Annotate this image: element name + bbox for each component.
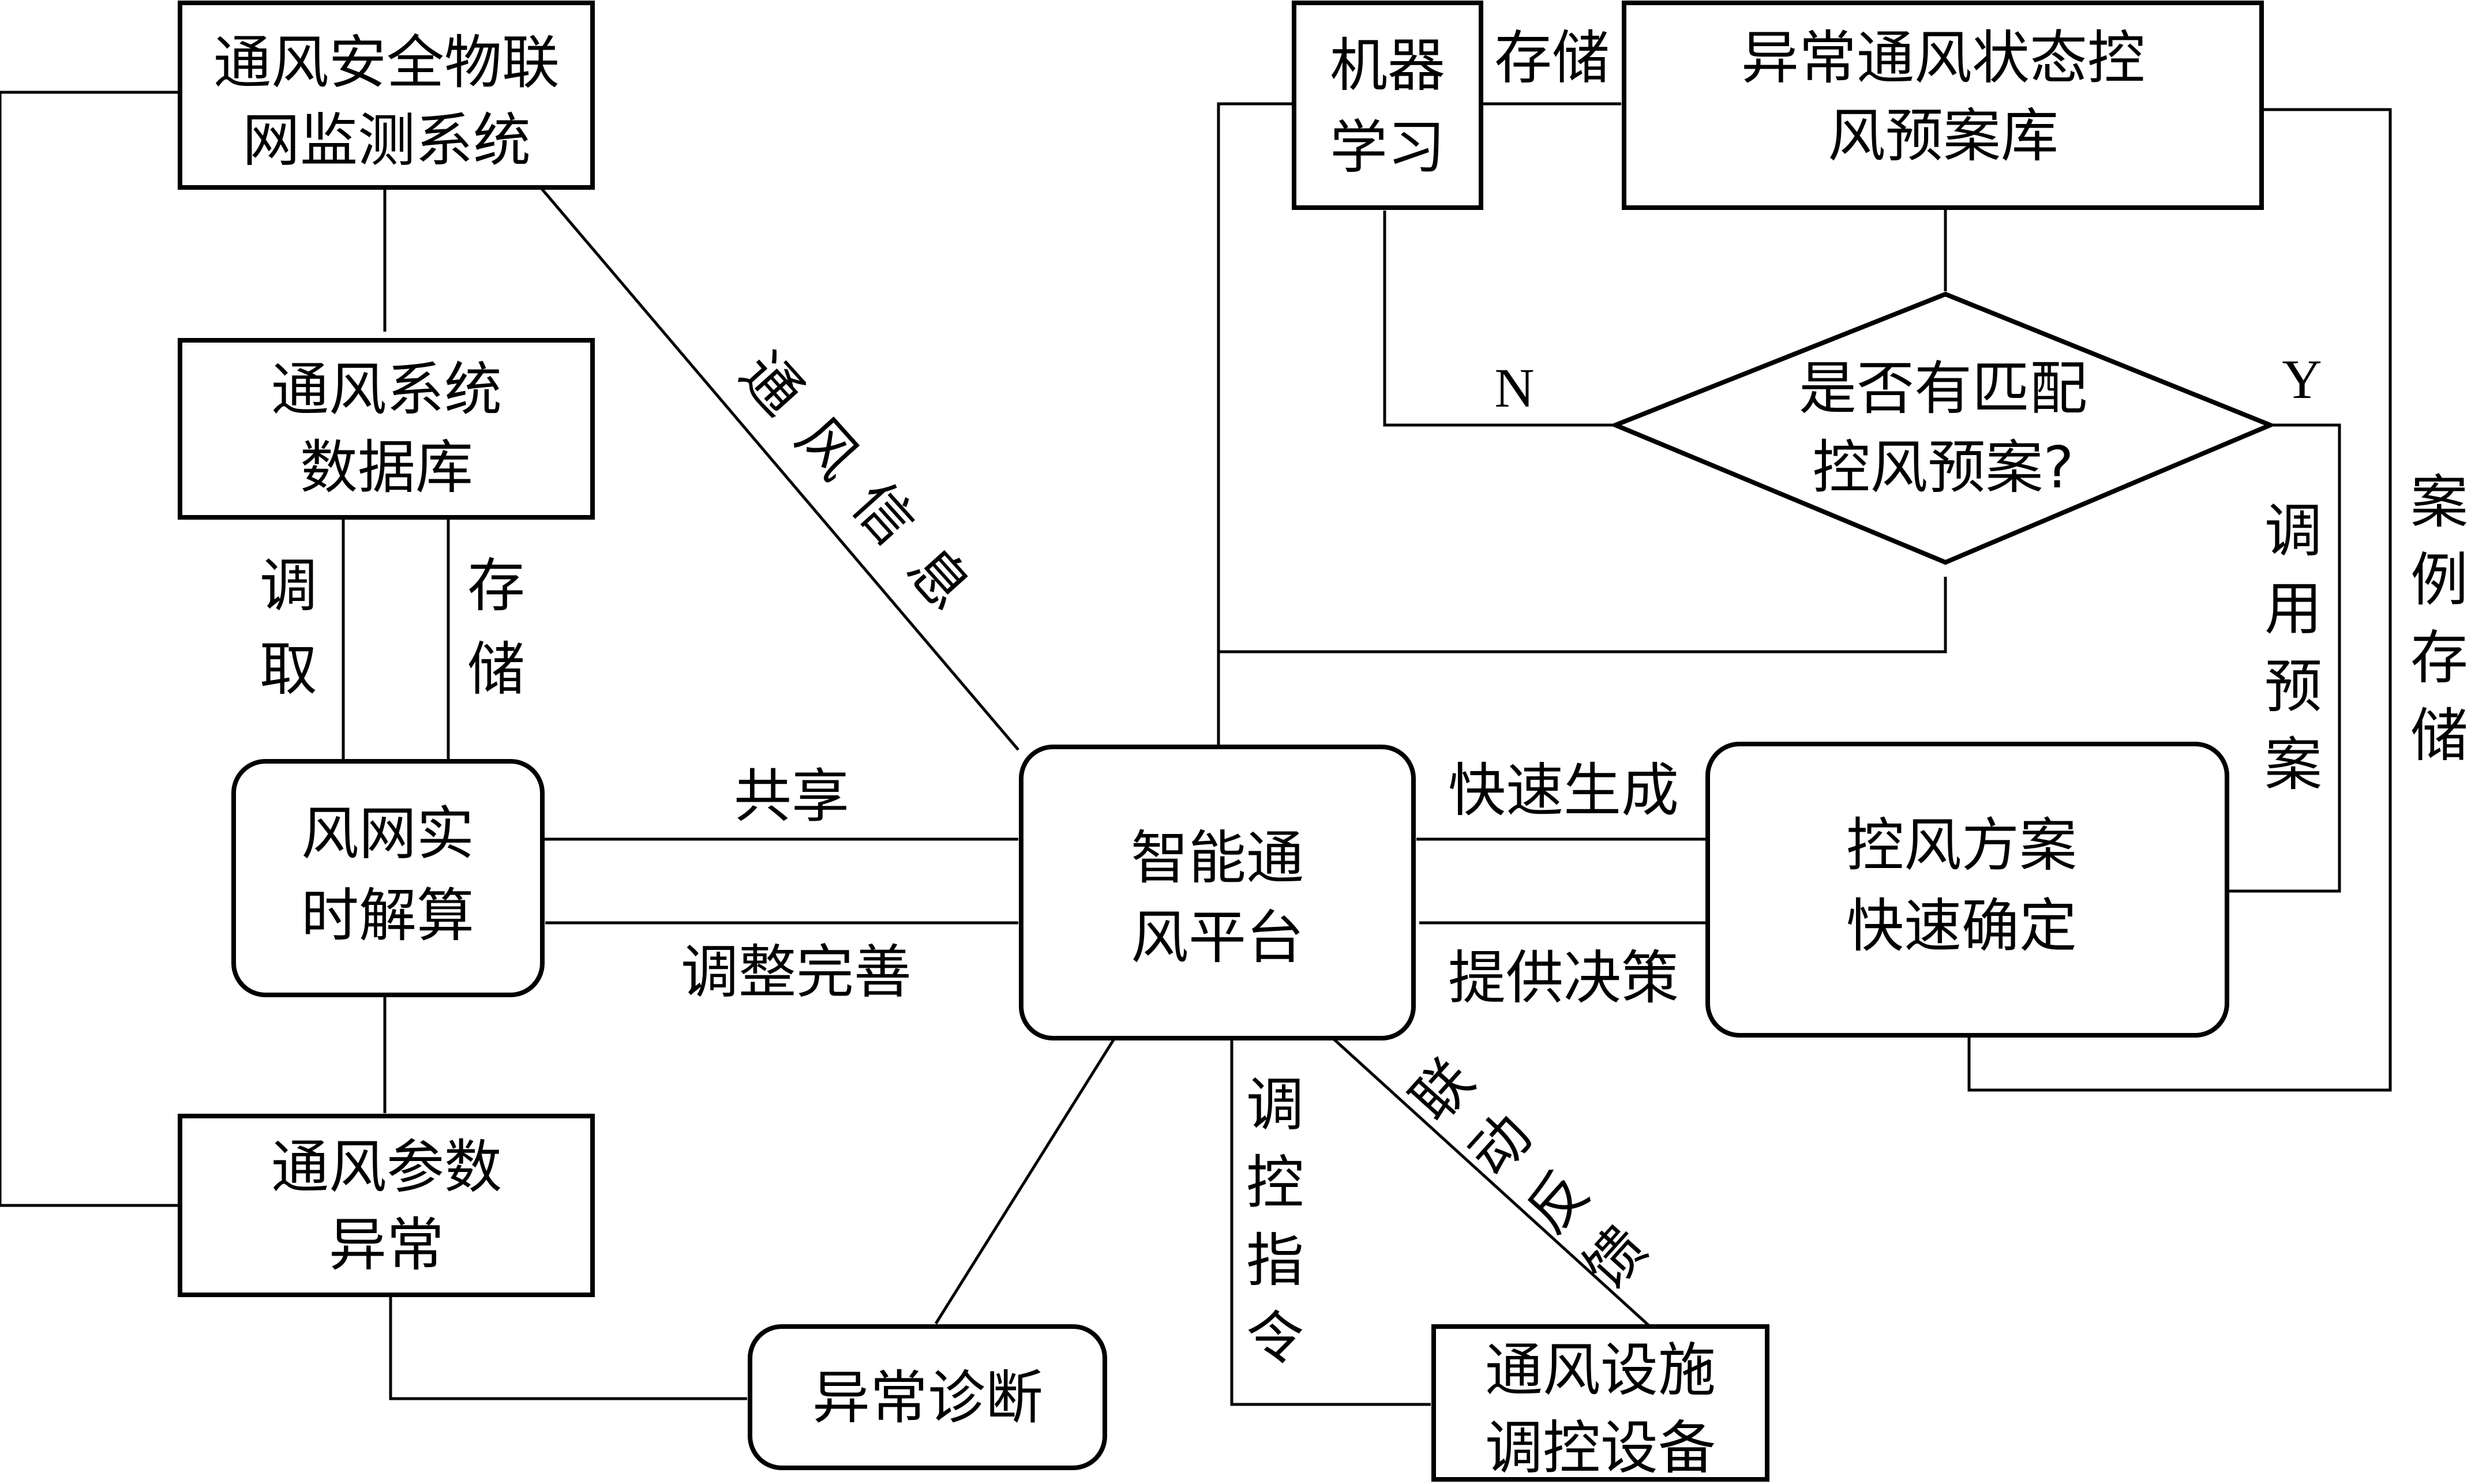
ventilation-db-line-2: 数据库: [300, 434, 473, 501]
realtime-solver-line-2: 时解算: [301, 882, 474, 949]
label-linkage-feedback-3: 反: [1513, 1158, 1602, 1246]
label-store-db-1: 存: [467, 552, 525, 619]
arrow-iot-to-platform: [539, 186, 1019, 751]
machine-learning-line-2: 学习: [1330, 114, 1445, 181]
label-store-lib: 存储: [1494, 24, 1610, 92]
label-invoke-plan-2: 用: [2264, 575, 2322, 643]
node-machine-learning: 机器 学习: [1292, 1, 1483, 210]
arrow-ml-to-platform: [1217, 102, 1292, 750]
label-invoke-plan-1: 调: [2264, 497, 2322, 565]
label-ventilation-info-4: 息: [895, 535, 984, 623]
arrow-iot-to-anomaly: [0, 91, 180, 1207]
label-retrieve-2: 取: [260, 636, 317, 703]
label-case-storage-4: 储: [2410, 702, 2468, 769]
plan-library-line-1: 异常通风状态控: [1741, 24, 2145, 92]
label-control-command-2: 控: [1246, 1149, 1304, 1216]
node-match-decision: 是否有匹配 控风预案?: [1609, 291, 2277, 565]
node-fault-diagnosis: 异常诊断: [748, 1324, 1107, 1470]
smart-platform-line-1: 智能通: [1131, 824, 1304, 892]
edge-labels: 调 取 存 储 通 风 信 息 共享 调整完善 快速生成 提供决策 调 控 指 …: [260, 24, 2468, 1372]
label-linkage-feedback-1: 联: [1398, 1046, 1487, 1134]
arrow-diagnosis-to-platform: [934, 1034, 1118, 1325]
node-ventilation-db: 通风系统 数据库: [178, 338, 595, 520]
iot-system-line-1: 通风安全物联: [213, 29, 560, 96]
label-linkage-feedback-4: 馈: [1571, 1214, 1660, 1302]
match-decision-line-1: 是否有匹配: [1799, 355, 2087, 422]
node-plan-library: 异常通风状态控 风预案库: [1622, 1, 2264, 210]
param-anomaly-line-2: 异常: [329, 1211, 444, 1279]
node-iot-system: 通风安全物联 网监测系统: [178, 1, 595, 190]
label-store-db-2: 储: [467, 636, 525, 703]
arrow-devices-to-platform: [1332, 1037, 1651, 1328]
node-realtime-solver: 风网实 时解算: [231, 759, 545, 997]
label-provide-decision: 提供决策: [1448, 944, 1679, 1012]
arrow-confirm-to-library: [1967, 108, 2392, 1092]
label-share: 共享: [734, 762, 849, 830]
label-retrieve-1: 调: [260, 552, 317, 619]
arrow-decision-to-confirm: [2224, 423, 2341, 893]
node-smart-platform: 智能通 风平台: [1019, 745, 1416, 1040]
label-control-command-1: 调: [1246, 1071, 1304, 1139]
machine-learning-line-1: 机器: [1330, 32, 1445, 99]
plan-library-line-2: 风预案库: [1828, 102, 2058, 170]
label-ventilation-info-3: 信: [839, 469, 928, 558]
control-devices-line-1: 通风设施: [1485, 1336, 1716, 1404]
arrow-platform-to-decision: [1218, 577, 1947, 653]
smart-platform-line-2: 风平台: [1131, 904, 1304, 971]
match-decision-line-2: 控风预案?: [1812, 434, 2073, 501]
iot-system-line-2: 网监测系统: [242, 107, 531, 174]
arrow-decision-to-ml: [1383, 211, 1615, 427]
connectors: [0, 91, 2392, 1406]
label-ventilation-info-1: 通: [728, 340, 816, 428]
param-anomaly-line-1: 通风参数: [271, 1133, 502, 1201]
label-invoke-plan-3: 预: [2264, 653, 2322, 720]
control-devices-line-2: 调控设备: [1485, 1414, 1716, 1482]
label-control-command-4: 令: [1246, 1305, 1304, 1372]
plan-confirm-line-2: 快速确定: [1846, 892, 2077, 960]
label-fast-generate: 快速生成: [1448, 757, 1679, 824]
label-case-storage-3: 存: [2410, 624, 2468, 692]
ventilation-db-line-1: 通风系统: [271, 356, 502, 423]
label-invoke-plan-4: 案: [2264, 731, 2322, 798]
fault-diagnosis-label: 异常诊断: [812, 1364, 1043, 1432]
label-no: N: [1494, 357, 1534, 419]
label-case-storage-2: 例: [2410, 546, 2468, 614]
plan-confirm-line-1: 控风方案: [1846, 811, 2077, 879]
arrow-platform-to-devices: [1230, 1038, 1431, 1406]
label-control-command-3: 指: [1246, 1227, 1304, 1294]
label-case-storage-1: 案: [2410, 468, 2468, 536]
realtime-solver-line-1: 风网实: [301, 800, 474, 867]
arrow-anomaly-to-diagnosis: [389, 1295, 747, 1400]
node-control-devices: 通风设施 调控设备: [1431, 1324, 1769, 1482]
label-ventilation-info-2: 风: [783, 404, 872, 493]
label-yes: Y: [2282, 348, 2322, 410]
node-param-anomaly: 通风参数 异常: [178, 1114, 595, 1297]
label-adjust-improve: 调整完善: [681, 938, 912, 1006]
label-linkage-feedback-2: 动: [1456, 1101, 1544, 1189]
node-plan-confirm: 控风方案 快速确定: [1705, 742, 2229, 1038]
